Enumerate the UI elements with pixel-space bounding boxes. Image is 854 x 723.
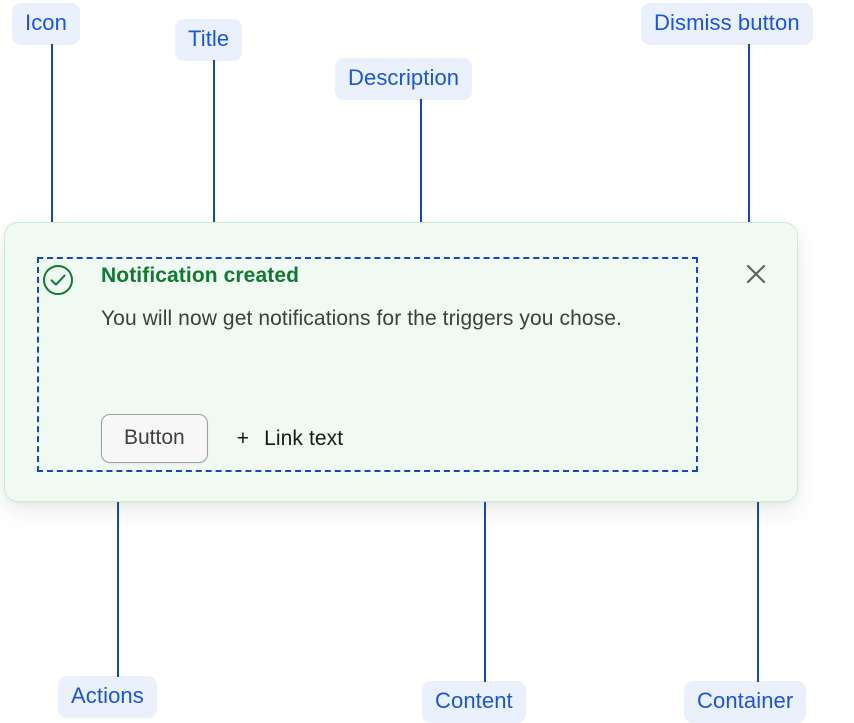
- action-link-label: Link text: [264, 426, 344, 450]
- dismiss-button[interactable]: [741, 259, 771, 289]
- action-link[interactable]: + Link text: [237, 427, 343, 451]
- connector-line-container: [757, 470, 759, 682]
- annotation-label-icon: Icon: [12, 3, 80, 45]
- notification-content-region: Notification created You will now get no…: [37, 257, 698, 472]
- notification-title: Notification created: [101, 264, 300, 287]
- close-icon: [746, 264, 766, 284]
- annotation-label-content: Content: [422, 681, 526, 723]
- notification-container: Notification created You will now get no…: [4, 222, 798, 502]
- annotation-label-dismiss-button: Dismiss button: [641, 3, 813, 45]
- check-circle-icon: [42, 264, 74, 296]
- plus-icon: +: [236, 427, 250, 450]
- annotation-label-title: Title: [175, 19, 243, 61]
- connector-line-content: [484, 470, 486, 682]
- notification-text-block: Notification created You will now get no…: [101, 259, 696, 338]
- connector-line-description: [420, 99, 422, 307]
- annotation-label-description: Description: [335, 58, 473, 100]
- annotation-label-actions: Actions: [58, 676, 157, 718]
- annotation-label-container: Container: [684, 681, 807, 723]
- connector-line-icon: [51, 44, 53, 249]
- notification-description: You will now get notifications for the t…: [101, 307, 622, 330]
- connector-line-title: [213, 60, 215, 263]
- connector-line-actions: [117, 470, 119, 677]
- notification-actions: Button + Link text: [101, 414, 343, 463]
- action-button[interactable]: Button: [101, 414, 208, 463]
- connector-line-dismiss: [748, 44, 750, 250]
